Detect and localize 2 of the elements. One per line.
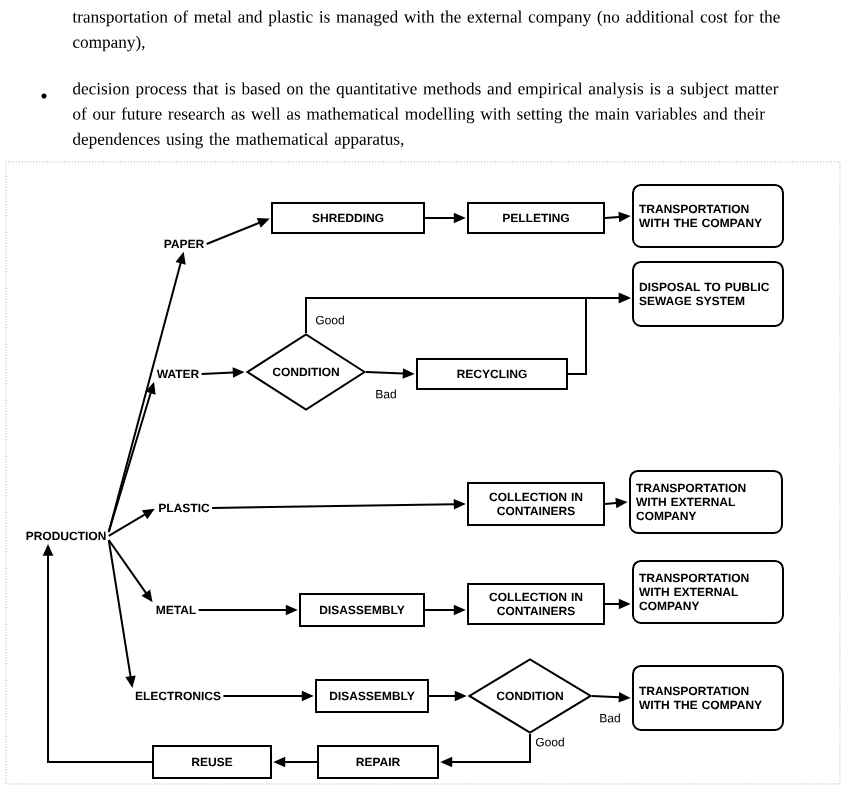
paragraph: decision process that is based on the quantitative methods and empirical analysis is a subject matter of our future research as well as mathematical modelling with setting the main variables and their dependences using the mathematical apparatus, (73, 82, 779, 149)
paragraph: transportation of metal and plastic is managed with the external company (no additional cost for the company), (72, 10, 780, 52)
